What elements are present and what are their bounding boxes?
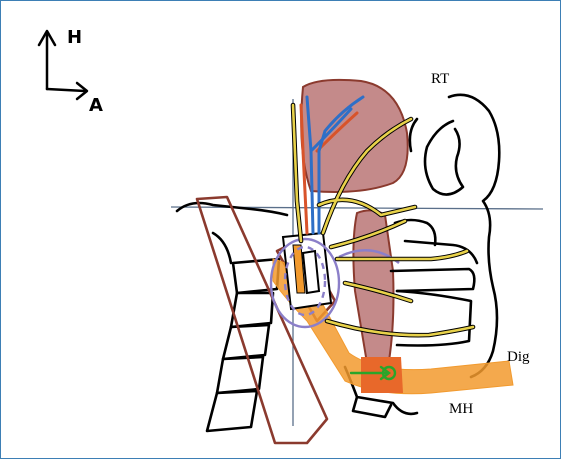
dig-label: Dig — [507, 349, 530, 365]
vertebra-5 — [207, 391, 257, 431]
facial-contour — [449, 95, 499, 377]
anterior-arrow-shaft — [47, 89, 85, 91]
anterior-axis-label: A — [89, 95, 103, 116]
orbit-outline — [425, 121, 463, 195]
rt-label: RT — [431, 71, 449, 87]
skull-inner-curve — [410, 119, 417, 151]
mandible-body-1 — [391, 269, 474, 291]
mh-label: MH — [449, 401, 473, 417]
head-axis-label: H — [67, 27, 82, 48]
mylohyoid-block — [361, 357, 403, 393]
rectus-capitis-muscle — [301, 80, 408, 192]
